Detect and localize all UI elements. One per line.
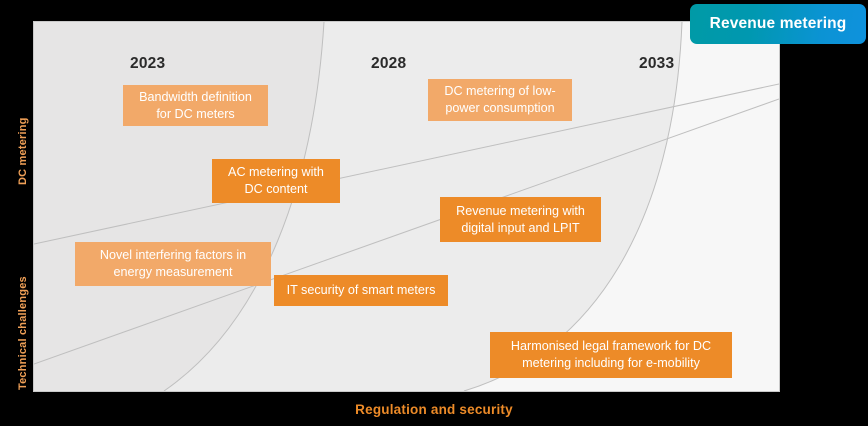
revenue-metering-badge[interactable]: Revenue metering: [690, 4, 866, 44]
arc-divider-1: [163, 22, 325, 391]
roadmap-item-it-security-smart-meters[interactable]: IT security of smart meters: [274, 275, 448, 306]
y-axis-title-technical-challenges: Technical challenges: [17, 276, 29, 390]
roadmap-item-label: Revenue metering with digital input and …: [456, 203, 585, 235]
roadmap-plot-area: 2023 2028 2033 Bandwidth definition for …: [33, 21, 780, 392]
roadmap-item-ac-metering-dc-content[interactable]: AC metering with DC content: [212, 159, 340, 203]
year-label-2028: 2028: [371, 55, 407, 72]
badge-label: Revenue metering: [709, 15, 847, 32]
roadmap-item-label: DC metering of low-power consumption: [444, 84, 556, 115]
roadmap-item-revenue-metering-lpit[interactable]: Revenue metering with digital input and …: [440, 197, 601, 242]
roadmap-item-label: Bandwidth definition for DC meters: [139, 89, 252, 121]
roadmap-item-label: IT security of smart meters: [286, 283, 436, 298]
roadmap-item-bandwidth-definition[interactable]: Bandwidth definition for DC meters: [123, 85, 268, 126]
year-label-2033: 2033: [639, 55, 675, 72]
roadmap-item-novel-interfering-factors[interactable]: Novel interfering factors in energy meas…: [75, 242, 271, 286]
year-label-2023: 2023: [130, 55, 166, 72]
roadmap-item-harmonised-legal-framework[interactable]: Harmonised legal framework for DC meteri…: [490, 332, 732, 378]
roadmap-item-label: AC metering with DC content: [228, 165, 324, 196]
spoke-line-1: [34, 83, 779, 245]
roadmap-item-label: Novel interfering factors in energy meas…: [99, 248, 247, 279]
roadmap-item-label: Harmonised legal framework for DC meteri…: [510, 339, 712, 370]
spoke-line-2: [34, 98, 779, 365]
zone-far: [464, 22, 779, 391]
y-axis-title-dc-metering: DC metering: [17, 117, 29, 185]
x-axis-title-regulation-and-security: Regulation and security: [355, 402, 513, 417]
roadmap-item-dc-metering-low-power[interactable]: DC metering of low-power consumption: [428, 79, 572, 121]
